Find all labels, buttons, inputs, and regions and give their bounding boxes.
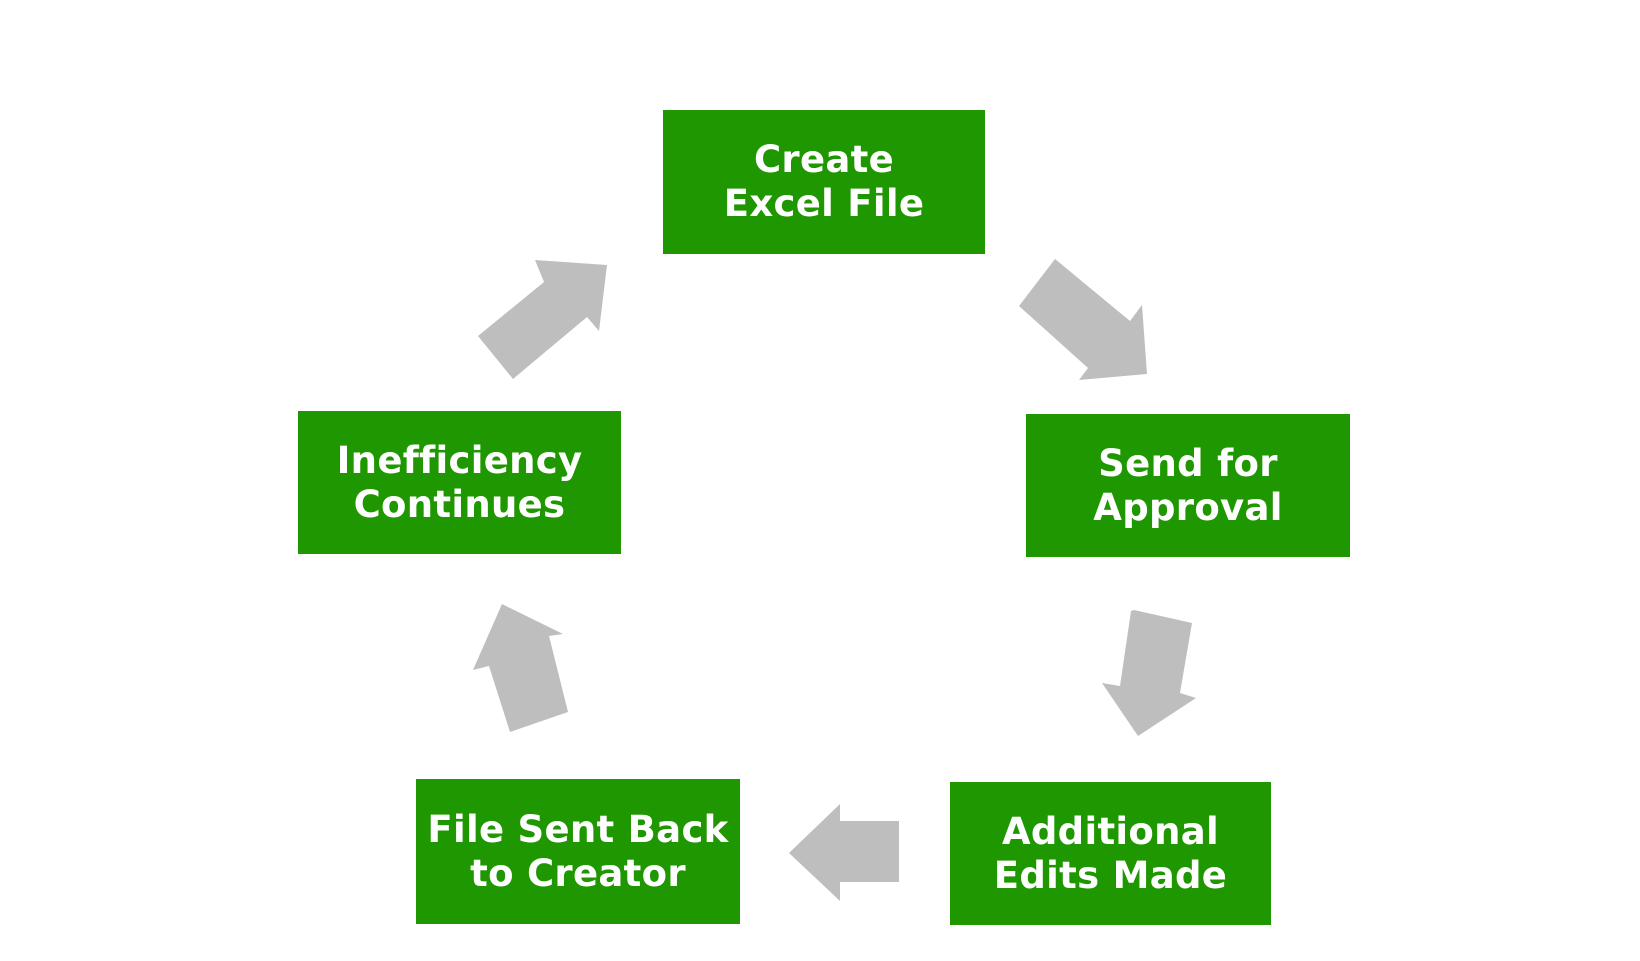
arrow-additional-to-sentback xyxy=(789,804,899,901)
step-ineff-line-1: Inefficiency xyxy=(336,438,583,482)
step-additional-edits-made-label: Additional Edits Made xyxy=(994,810,1227,898)
step-create-line-2: Excel File xyxy=(723,182,925,225)
step-create-line-1: Create xyxy=(753,138,895,181)
step-send-for-approval-label: Send for Approval xyxy=(1093,442,1282,530)
step-additional-line-2: Edits Made xyxy=(993,853,1228,897)
step-sentback-line-2: to Creator xyxy=(470,851,686,895)
arrow-sentback-to-ineff xyxy=(473,604,568,732)
step-ineff-line-2: Continues xyxy=(353,482,566,526)
step-send-for-approval: Send for Approval xyxy=(1026,414,1350,557)
step-file-sent-back-to-creator: File Sent Back to Creator xyxy=(416,779,740,924)
arrow-ineff-to-create xyxy=(478,260,607,379)
arrow-create-to-send xyxy=(1019,259,1147,380)
step-inefficiency-continues-label: Inefficiency Continues xyxy=(337,439,583,527)
step-additional-line-1: Additional xyxy=(1001,809,1220,853)
step-create-excel-file: Create Excel File xyxy=(663,110,985,254)
step-additional-edits-made: Additional Edits Made xyxy=(950,782,1271,925)
arrow-send-to-additional xyxy=(1102,610,1196,736)
step-create-excel-file-label: Create Excel File xyxy=(724,138,924,226)
step-file-sent-back-label: File Sent Back to Creator xyxy=(427,808,728,896)
step-inefficiency-continues: Inefficiency Continues xyxy=(298,411,621,554)
step-sentback-line-1: File Sent Back xyxy=(427,807,729,851)
step-send-line-1: Send for xyxy=(1098,441,1278,485)
step-send-line-2: Approval xyxy=(1093,485,1283,529)
